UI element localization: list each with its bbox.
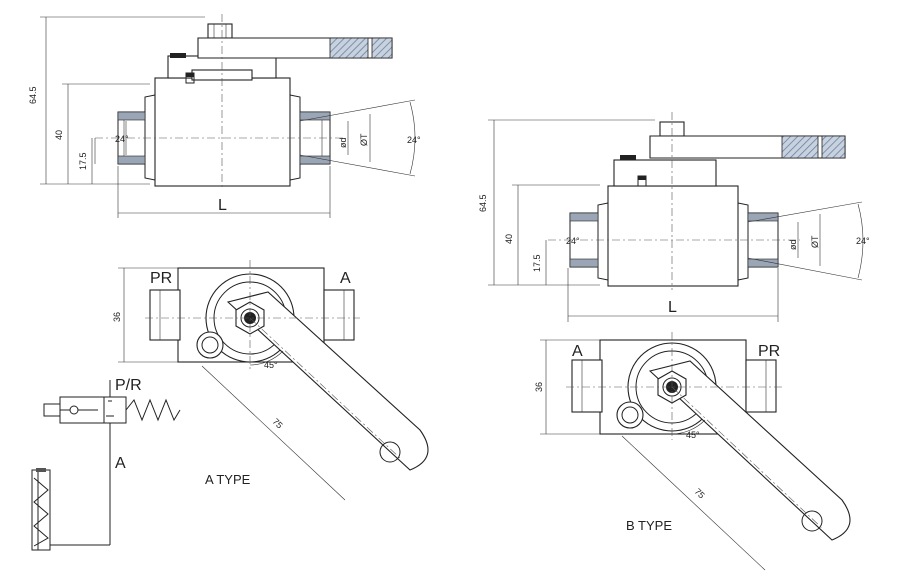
valve-symbol: P/R A xyxy=(31,377,181,551)
valve-cap-b xyxy=(613,159,717,187)
dim-dia-d-b: ød xyxy=(788,239,798,250)
handle-arm-top-b xyxy=(648,360,851,541)
dim-handle-length-b: 75 xyxy=(693,486,707,500)
dim-axis-height-b: 17.5 xyxy=(532,254,542,272)
dim-dia-t: ØT xyxy=(359,133,369,146)
handle-arm-top xyxy=(226,291,429,471)
port-label-a-a: A xyxy=(340,270,351,287)
dim-angle-left-b: 24° xyxy=(566,236,580,246)
dim-dia-t-b: ØT xyxy=(810,235,820,248)
dim-dia-d: ød xyxy=(338,137,348,148)
symbol-label-a: A xyxy=(115,455,126,472)
dim-width-a: 36 xyxy=(112,312,122,322)
dim-angle-left: 24° xyxy=(115,134,129,144)
port-label-pr-a: PR xyxy=(150,270,172,287)
dim-handle-angle-b: 45° xyxy=(686,430,700,440)
valve-body xyxy=(154,77,291,187)
symbol-label-pr: P/R xyxy=(115,377,142,394)
dim-width-b: 36 xyxy=(534,382,544,392)
valve-body-b xyxy=(607,185,739,287)
b-type-label: B TYPE xyxy=(626,518,672,533)
dim-axis-height: 17.5 xyxy=(78,152,88,170)
dim-length-b: L xyxy=(668,299,677,316)
dim-handle-length-a: 75 xyxy=(271,416,285,430)
dim-handle-angle-a: 45° xyxy=(264,360,278,370)
dim-angle-right: 24° xyxy=(407,135,421,145)
stem-nut xyxy=(207,23,233,39)
dim-total-height-b: 64.5 xyxy=(478,194,488,212)
a-type-top-view: 45° 75 36 PR A xyxy=(112,260,429,501)
port-label-pr-b: PR xyxy=(758,343,780,360)
dim-body-height-b: 40 xyxy=(504,234,514,244)
a-type-front-view: 64.5 40 17.5 24° 24° ød ØT L xyxy=(28,14,421,218)
port-label-a-b: A xyxy=(572,343,583,360)
b-type-top-view: 45° 75 36 A PR xyxy=(534,332,851,571)
dim-total-height: 64.5 xyxy=(28,86,38,104)
dim-angle-right-b: 24° xyxy=(856,236,870,246)
dim-body-height: 40 xyxy=(54,130,64,140)
a-type-label: A TYPE xyxy=(205,472,251,487)
dim-length: L xyxy=(218,197,227,214)
b-type-front-view: 64.5 40 17.5 24° 24° ød ØT L xyxy=(478,112,870,322)
